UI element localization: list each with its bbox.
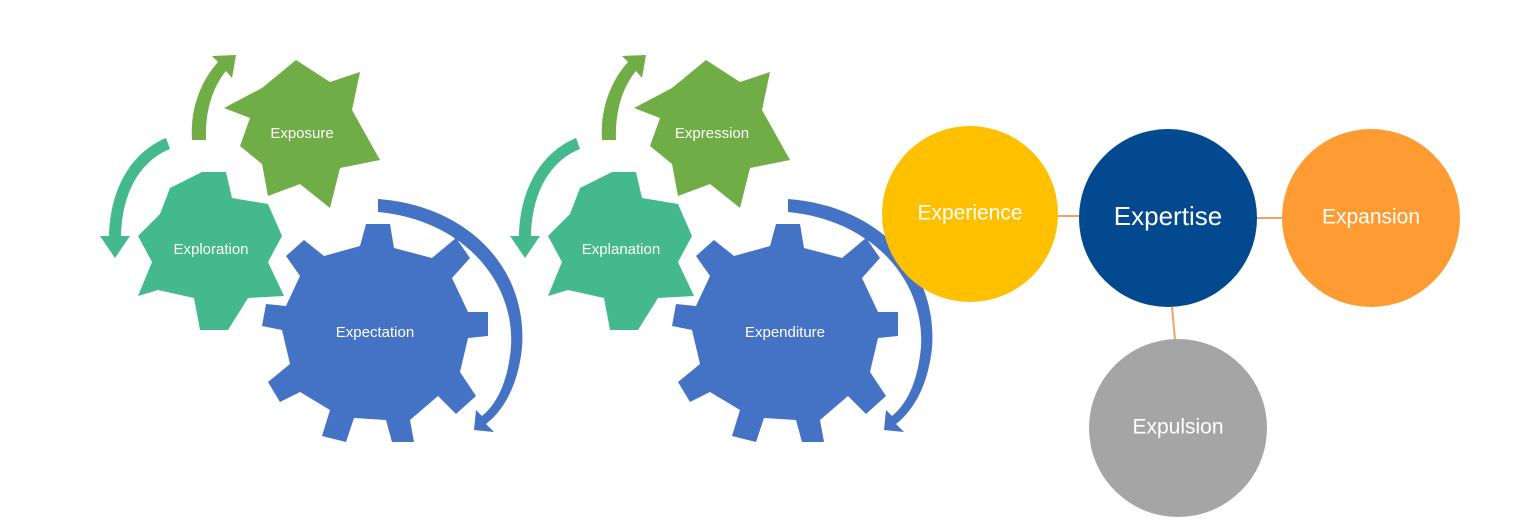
circle-label-expulsion: Expulsion [1132, 416, 1223, 439]
gear-explanation [548, 172, 694, 330]
gear-expenditure [672, 224, 898, 442]
gear-group-1: Exposure Exploration Expectation [100, 55, 523, 442]
gear-label-exploration: Exploration [173, 241, 248, 258]
gear-label-expression: Expression [675, 125, 749, 142]
circle-label-expertise: Expertise [1114, 201, 1222, 231]
circle-label-experience: Experience [917, 202, 1022, 225]
gear-exploration [138, 172, 284, 330]
circle-expansion [1282, 129, 1460, 307]
arrow-left-teal-1 [100, 138, 170, 258]
gear-expectation [262, 224, 488, 442]
arrow-top-green-1 [191, 55, 236, 140]
arrow-right-blue-1 [378, 199, 523, 432]
circle-expulsion [1089, 339, 1267, 517]
gear-label-expenditure: Expenditure [745, 324, 825, 341]
connector-bottom [1171, 306, 1176, 341]
circle-experience [882, 126, 1058, 302]
gear-label-expectation: Expectation [336, 324, 414, 341]
gear-expression [634, 60, 790, 208]
gear-exposure [224, 60, 380, 208]
arrow-left-teal-2 [510, 138, 580, 258]
gear-label-explanation: Explanation [582, 241, 660, 258]
circle-label-expansion: Expansion [1322, 206, 1420, 229]
arrow-top-green-2 [601, 55, 646, 140]
gear-group-2: Expression Explanation Expenditure [510, 55, 933, 442]
circle-expertise [1079, 129, 1257, 307]
gear-label-exposure: Exposure [270, 125, 333, 142]
circle-cluster: Experience Expertise Expansion Expulsion [882, 126, 1460, 517]
